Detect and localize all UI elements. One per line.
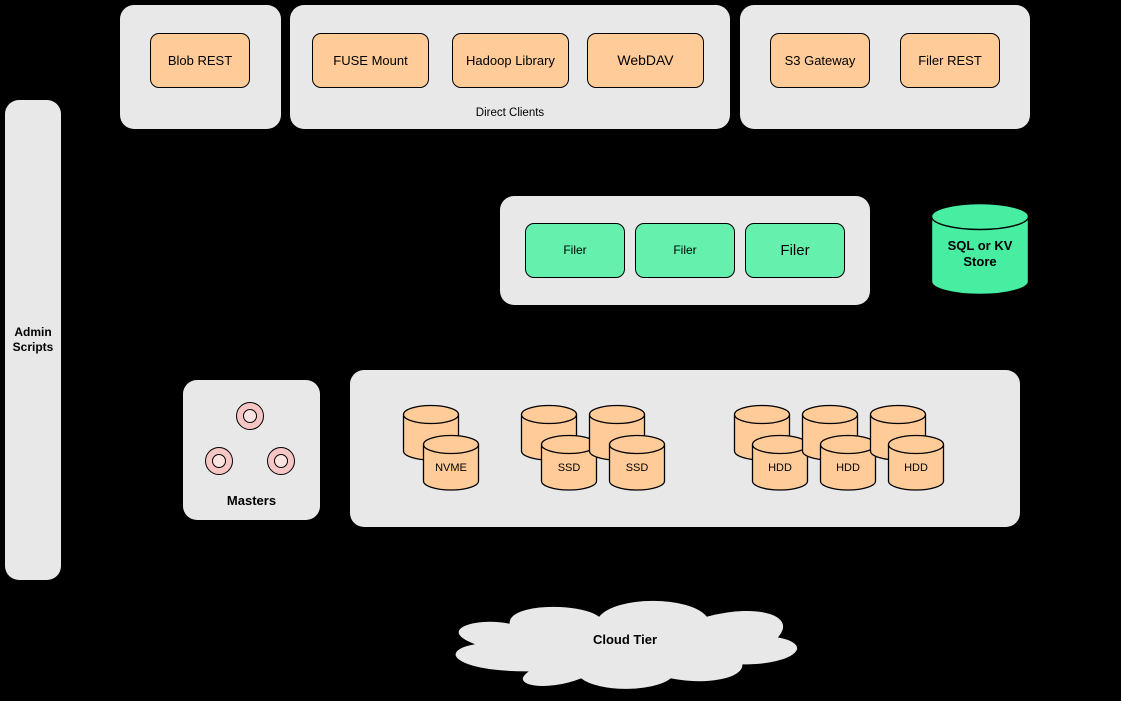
- filers-group-panel: Filer Filer Filer: [500, 196, 870, 305]
- node-hadoop-library-label: Hadoop Library: [466, 52, 555, 68]
- node-filer-rest[interactable]: Filer REST: [900, 33, 1000, 88]
- node-s3-gateway[interactable]: S3 Gateway: [770, 33, 870, 88]
- blob-rest-group-panel: Blob REST: [120, 5, 281, 129]
- hdd-disk-3-label: HDD: [904, 462, 928, 474]
- nvme-disk-front-cylinder[interactable]: NVME: [422, 434, 480, 492]
- hdd-disk-1-front-cylinder[interactable]: HDD: [751, 434, 809, 492]
- sql-kv-store-label: SQL or KV Store: [947, 238, 1013, 270]
- node-filer-3[interactable]: Filer: [745, 223, 845, 278]
- master-node-3-core: [274, 454, 288, 468]
- cloud-tier-label: Cloud Tier: [592, 632, 658, 647]
- node-blob-rest[interactable]: Blob REST: [150, 33, 250, 88]
- node-fuse-mount-label: FUSE Mount: [333, 52, 408, 68]
- nvme-disk-label: NVME: [435, 462, 467, 474]
- direct-clients-caption: Direct Clients: [475, 107, 545, 119]
- disk-cylinder-icon: [608, 434, 666, 491]
- cloud-icon: [454, 599, 799, 691]
- node-filer-2[interactable]: Filer: [635, 223, 735, 278]
- hdd-disk-1-label: HDD: [768, 462, 792, 474]
- database-cylinder-icon: [930, 202, 1030, 296]
- masters-caption: Masters: [226, 493, 277, 508]
- sql-kv-store-cylinder[interactable]: SQL or KV Store: [930, 202, 1030, 297]
- node-blob-rest-label: Blob REST: [167, 52, 233, 68]
- admin-scripts-panel[interactable]: Admin Scripts: [5, 100, 61, 580]
- node-webdav-label: WebDAV: [617, 52, 674, 69]
- volume-servers-group-panel: NVME SSD: [350, 370, 1020, 527]
- node-webdav[interactable]: WebDAV: [587, 33, 704, 88]
- master-node-2[interactable]: [205, 447, 233, 475]
- master-node-1[interactable]: [236, 402, 264, 430]
- cloud-tier-shape[interactable]: [435, 586, 817, 698]
- node-filer-3-label: Filer: [780, 241, 810, 259]
- node-filer-rest-label: Filer REST: [918, 52, 982, 68]
- master-node-3[interactable]: [267, 447, 295, 475]
- disk-cylinder-icon: [422, 434, 480, 491]
- master-node-2-core: [212, 454, 226, 468]
- ssd-disk-2-front-cylinder[interactable]: SSD: [608, 434, 666, 492]
- node-fuse-mount[interactable]: FUSE Mount: [312, 33, 429, 88]
- node-filer-1[interactable]: Filer: [525, 223, 625, 278]
- master-node-1-core: [243, 409, 257, 423]
- admin-scripts-label: Admin Scripts: [12, 325, 54, 354]
- ssd-disk-1-label: SSD: [557, 462, 581, 474]
- node-filer-1-label: Filer: [563, 243, 587, 258]
- ssd-disk-2-label: SSD: [625, 462, 649, 474]
- masters-group-panel: Masters: [183, 380, 320, 520]
- node-hadoop-library[interactable]: Hadoop Library: [452, 33, 569, 88]
- node-filer-2-label: Filer: [673, 243, 697, 258]
- node-s3-gateway-label: S3 Gateway: [784, 52, 856, 68]
- disk-cylinder-icon: [887, 434, 945, 491]
- gateways-group-panel: S3 Gateway Filer REST: [740, 5, 1030, 129]
- hdd-disk-2-front-cylinder[interactable]: HDD: [819, 434, 877, 492]
- hdd-disk-2-label: HDD: [836, 462, 860, 474]
- hdd-disk-3-front-cylinder[interactable]: HDD: [887, 434, 945, 492]
- direct-clients-group-panel: FUSE Mount Hadoop Library WebDAV Direct …: [290, 5, 730, 129]
